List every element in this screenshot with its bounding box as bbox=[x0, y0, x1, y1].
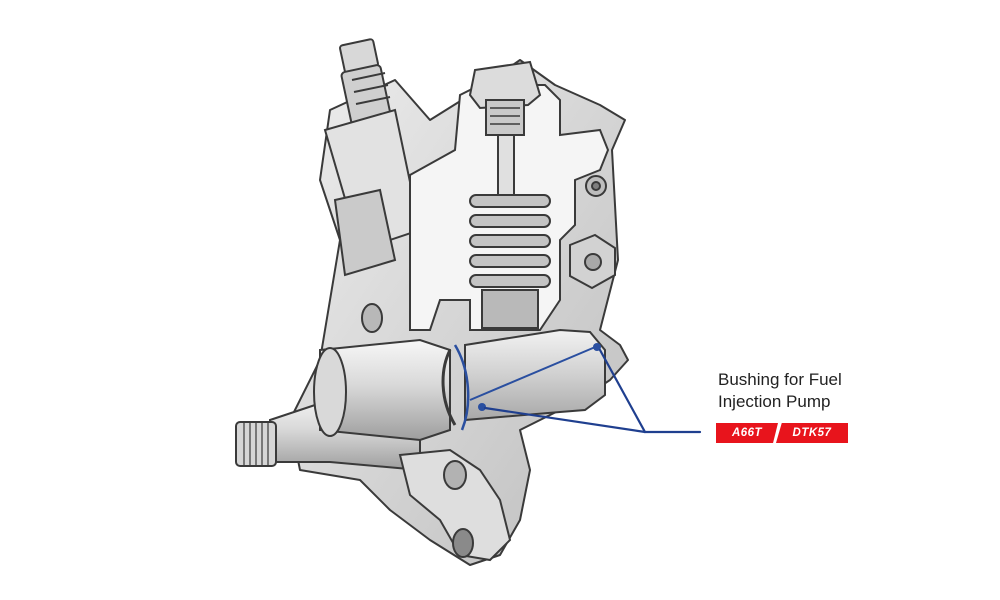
callout-label: Bushing for Fuel Injection Pump bbox=[718, 369, 918, 413]
mounting-flange bbox=[361, 303, 512, 562]
solenoid-connector bbox=[323, 38, 422, 277]
callout-leader-lines bbox=[483, 348, 702, 434]
plunger-spring bbox=[469, 194, 551, 329]
part-number-tag: A66T bbox=[716, 423, 778, 443]
callout-label-line-2: Injection Pump bbox=[718, 392, 831, 411]
delivery-valve bbox=[468, 60, 542, 196]
callout-label-line-1: Bushing for Fuel bbox=[718, 370, 842, 389]
fuel-pump-bushing bbox=[441, 328, 606, 431]
side-nut bbox=[569, 175, 616, 290]
part-number-tag: DTK57 bbox=[776, 423, 848, 443]
drive-shaft bbox=[235, 338, 451, 472]
